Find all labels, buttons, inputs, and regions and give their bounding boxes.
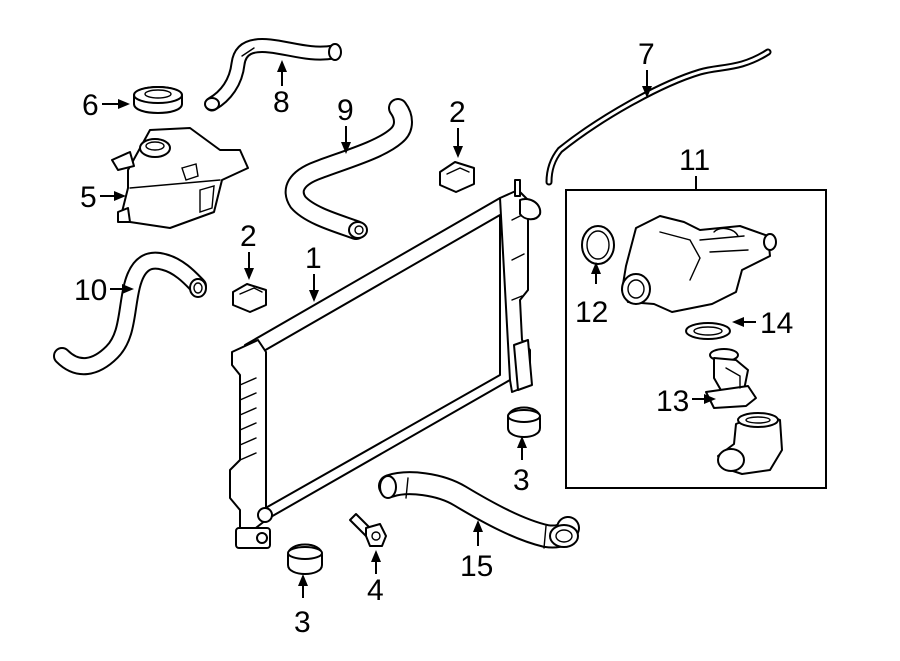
callout-label-3a: 3 (513, 464, 530, 497)
callout-cap: 6 (82, 89, 130, 122)
gasket (685, 322, 731, 340)
callout-overflow-hose: 8 (273, 60, 290, 119)
callout-upper-hose: 9 (337, 94, 354, 154)
o-ring (581, 225, 615, 265)
callout-label-13: 13 (656, 385, 689, 418)
callout-label-9: 9 (337, 94, 354, 127)
coolant-reservoir (111, 127, 249, 229)
lower-hose-left (53, 251, 207, 375)
callout-label-11: 11 (679, 144, 710, 177)
callout-vent-tube: 7 (638, 38, 655, 98)
callout-label-12: 12 (575, 296, 608, 329)
callout-gasket: 14 (732, 307, 793, 340)
lower-hose (378, 471, 580, 549)
callout-thermostat: 13 (656, 385, 716, 418)
callout-reservoir: 5 (80, 181, 126, 214)
callout-label-4: 4 (367, 574, 384, 607)
overflow-hose (204, 38, 342, 112)
callout-label-8: 8 (273, 86, 290, 119)
callout-label-7: 7 (638, 38, 655, 71)
callout-bracket-left: 2 (240, 220, 257, 280)
callout-insulator-left: 3 (294, 574, 311, 639)
callout-label-1: 1 (305, 242, 322, 275)
upper-hose (284, 98, 413, 240)
callout-insulator-right: 3 (513, 436, 530, 497)
bolt (349, 513, 387, 547)
reservoir-cap (133, 86, 183, 114)
callout-label-10: 10 (74, 274, 107, 307)
callout-lower-hose: 15 (460, 520, 493, 583)
callout-label-3b: 3 (294, 606, 311, 639)
callout-radiator: 1 (305, 242, 322, 302)
upper-mount-bracket-left (232, 283, 267, 313)
callout-label-5: 5 (80, 181, 97, 214)
callout-lower-hose-left: 10 (74, 274, 134, 307)
callout-label-2b: 2 (449, 96, 466, 129)
radiator (229, 179, 542, 549)
callout-bolt: 4 (367, 550, 384, 607)
thermostat-housing (621, 215, 777, 313)
lower-insulator-right (507, 406, 541, 438)
vent-tube (545, 48, 772, 186)
callout-label-6: 6 (82, 89, 99, 122)
upper-mount-bracket-right (439, 161, 475, 193)
callout-bracket-right: 2 (449, 96, 466, 158)
thermostat-cover (717, 412, 783, 475)
callout-label-2a: 2 (240, 220, 257, 253)
thermostat (705, 348, 757, 409)
callout-label-14: 14 (760, 307, 793, 340)
callout-housing: 11 (679, 144, 710, 190)
callout-label-15: 15 (460, 550, 493, 583)
callout-o-ring: 12 (575, 262, 608, 329)
lower-insulator-left (287, 543, 323, 575)
